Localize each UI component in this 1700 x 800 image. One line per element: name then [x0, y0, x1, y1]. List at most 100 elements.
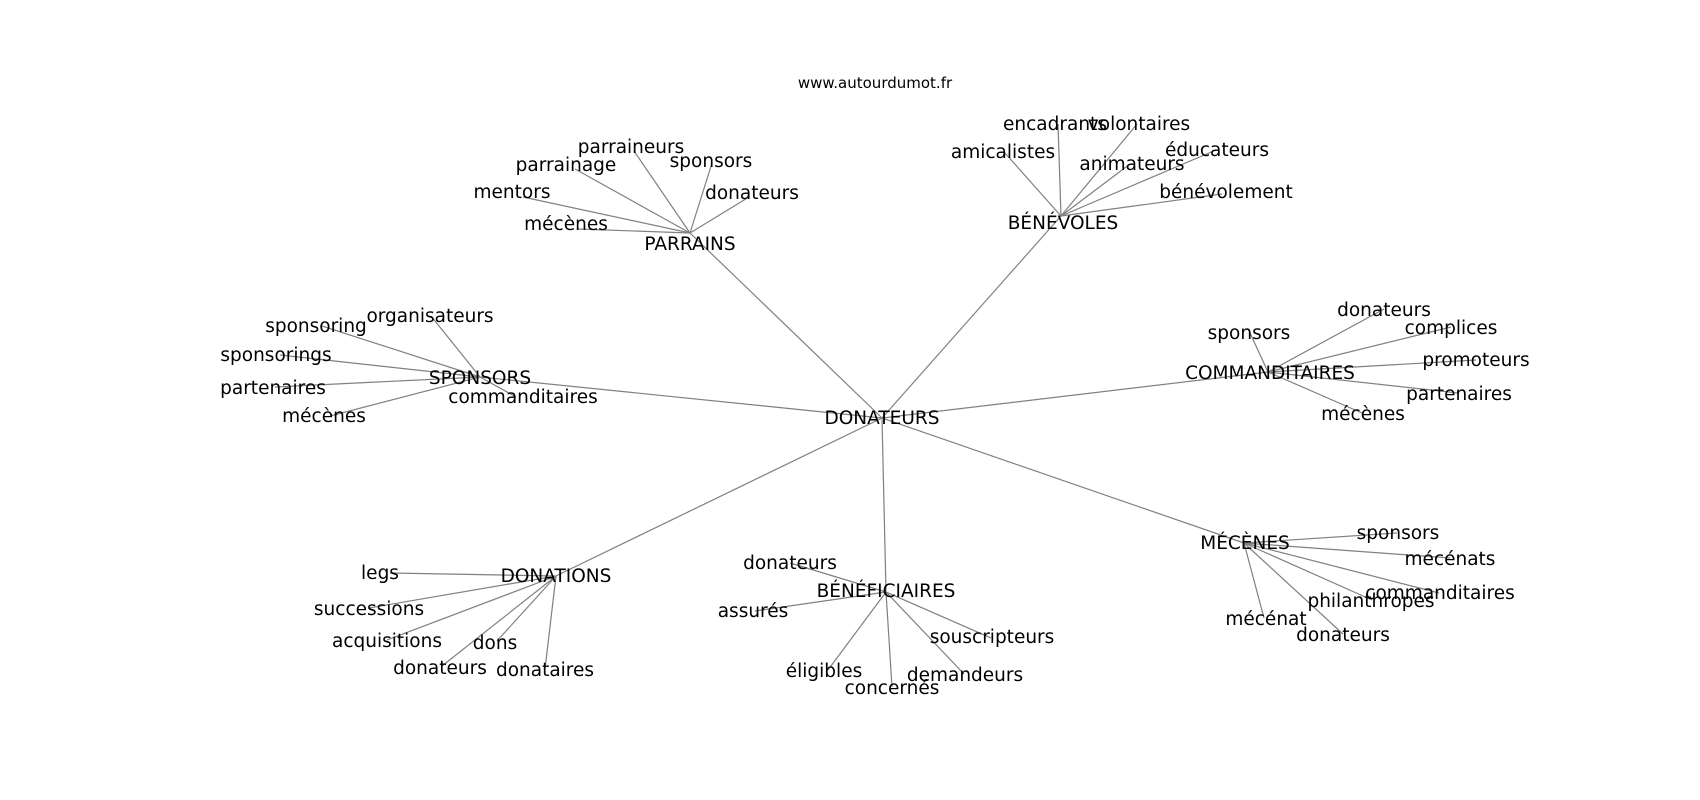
leaf-node-label-sponsorings: sponsorings	[220, 345, 331, 366]
edge-benevoles-to-volontaires	[1060, 123, 1138, 217]
edge-commanditaires-to-donateurs	[1267, 308, 1385, 373]
leaf-node-label-benevolement: bénévolement	[1159, 182, 1292, 203]
edge-donations-to-dons	[496, 575, 557, 642]
cluster-node-label-commanditaires: COMMANDITAIRES	[1185, 363, 1355, 384]
cluster-node-label-donations: DONATIONS	[501, 566, 612, 587]
edge-beneficiaires-to-donateurs	[789, 562, 887, 593]
leaf-node-label-donateurs: donateurs	[1337, 300, 1431, 321]
edge-center-to-donations	[555, 417, 883, 577]
leaf-node-label-animateurs: animateurs	[1079, 154, 1184, 175]
edge-commanditaires-to-sponsors	[1249, 332, 1269, 373]
edge-sponsors-to-sponsoring	[321, 325, 481, 378]
edge-sponsors-to-organisateurs	[430, 315, 481, 378]
edge-benevoles-to-educateurs	[1060, 149, 1217, 217]
edge-center-to-parrains	[689, 232, 883, 419]
source-url: www.autourdumot.fr	[798, 74, 953, 92]
leaf-node-label-assures: assurés	[718, 601, 789, 622]
edge-beneficiaires-to-demandeurs	[885, 591, 965, 675]
edge-parrains-to-sponsors	[689, 162, 713, 234]
edge-sponsors-to-commanditaires	[479, 376, 517, 398]
edge-beneficiaires-to-concernes	[885, 591, 893, 688]
leaf-node-label-commanditaires: commanditaires	[448, 387, 597, 408]
edge-center-to-mecenes	[881, 417, 1245, 544]
graph-edges	[274, 123, 1477, 688]
cluster-node-label-benevoles: BÉNÉVOLES	[1008, 212, 1119, 234]
edge-donations-to-successions	[368, 575, 557, 609]
edge-mecenes-to-philanthropes	[1243, 542, 1373, 601]
leaf-node-label-volontaires: volontaires	[1088, 114, 1190, 135]
edge-mecenes-to-donateurs	[1243, 542, 1344, 635]
edge-commanditaires-to-mecenes	[1267, 371, 1363, 414]
leaf-node-label-mentors: mentors	[474, 182, 551, 203]
leaf-node-label-amicalistes: amicalistes	[951, 142, 1055, 163]
edge-mecenes-to-mecenat	[1243, 542, 1265, 619]
leaf-node-label-parraineurs: parraineurs	[578, 137, 685, 158]
edge-parrains-to-donateurs	[689, 196, 750, 234]
edge-benevoles-to-amicalistes	[1004, 152, 1062, 217]
edge-mecenes-to-commanditaires	[1243, 542, 1440, 594]
edge-beneficiaires-to-eligibles	[827, 591, 887, 671]
leaf-node-label-educateurs: éducateurs	[1165, 140, 1269, 161]
leaf-node-label-mecenats: mécénats	[1405, 549, 1496, 570]
edge-center-to-sponsors	[479, 376, 883, 419]
leaf-node-label-promoteurs: promoteurs	[1422, 350, 1529, 371]
edge-commanditaires-to-complices	[1267, 326, 1452, 373]
edge-sponsors-to-sponsorings	[279, 354, 481, 378]
leaf-node-label-partenaires: partenaires	[1406, 384, 1512, 405]
cluster-node-label-sponsors: SPONSORS	[429, 368, 531, 389]
leaf-node-label-organisateurs: organisateurs	[366, 306, 493, 327]
edge-sponsors-to-mecenes	[329, 376, 481, 417]
edge-sponsors-to-partenaires	[274, 376, 481, 388]
edge-parrains-to-parraineurs	[633, 150, 691, 234]
leaf-node-label-commanditaires: commanditaires	[1365, 583, 1514, 604]
leaf-node-label-partenaires: partenaires	[220, 378, 326, 399]
leaf-node-label-philanthropes: philanthropes	[1307, 591, 1434, 612]
edge-donations-to-legs	[389, 572, 557, 577]
leaf-node-label-mecenes: mécènes	[524, 214, 608, 235]
leaf-node-label-eligibles: éligibles	[786, 661, 862, 682]
edge-center-to-beneficiaires	[881, 417, 887, 593]
leaf-node-label-donateurs: donateurs	[1296, 625, 1390, 646]
edge-benevoles-to-animateurs	[1060, 163, 1131, 217]
leaf-node-label-donateurs: donateurs	[705, 183, 799, 204]
leaf-node-label-sponsors: sponsors	[670, 151, 753, 172]
edge-mecenes-to-mecenats	[1243, 542, 1451, 559]
leaf-node-label-parrainage: parrainage	[516, 155, 617, 176]
edge-benevoles-to-benevolement	[1060, 193, 1223, 217]
leaf-node-label-dons: dons	[473, 633, 517, 654]
leaf-node-label-mecenes: mécènes	[282, 406, 366, 427]
edge-commanditaires-to-promoteurs	[1267, 359, 1477, 373]
edge-donations-to-acquisitions	[386, 575, 557, 641]
edge-beneficiaires-to-assures	[754, 591, 887, 612]
edge-parrains-to-parrainage	[574, 168, 691, 234]
leaf-node-label-successions: successions	[314, 599, 424, 620]
edge-parrains-to-mentors	[522, 196, 691, 234]
leaf-node-label-sponsors: sponsors	[1357, 523, 1440, 544]
leaf-node-label-donateurs: donateurs	[743, 553, 837, 574]
leaf-node-label-mecenes: mécènes	[1321, 404, 1405, 425]
edge-benevoles-to-encadrants	[1057, 123, 1062, 217]
edge-donations-to-donateurs	[441, 575, 557, 667]
leaf-node-label-sponsoring: sponsoring	[265, 316, 367, 337]
leaf-node-label-encadrants: encadrants	[1003, 114, 1107, 135]
leaf-node-label-souscripteurs: souscripteurs	[930, 627, 1055, 648]
leaf-node-label-donateurs: donateurs	[393, 658, 487, 679]
cluster-node-label-beneficiaires: BÉNÉFICIAIRES	[817, 580, 956, 602]
leaf-node-label-mecenat: mécénat	[1225, 609, 1306, 630]
edge-parrains-to-mecenes	[577, 228, 691, 234]
cluster-node-label-mecenes: MÉCÈNES	[1200, 532, 1290, 554]
cluster-node-label-parrains: PARRAINS	[644, 234, 735, 255]
edge-center-to-benevoles	[881, 215, 1062, 419]
edge-commanditaires-to-partenaires	[1267, 371, 1459, 394]
edge-donations-to-donataires	[544, 575, 557, 670]
edge-mecenes-to-sponsors	[1243, 532, 1398, 544]
leaf-node-label-legs: legs	[361, 563, 399, 584]
edge-beneficiaires-to-souscripteurs	[885, 591, 992, 639]
leaf-node-label-concernes: concernés	[845, 678, 940, 699]
leaf-node-label-donataires: donataires	[496, 660, 594, 681]
graph-labels: DONATEURSPARRAINSparraineurssponsorsparr…	[220, 114, 1529, 699]
leaf-node-label-sponsors: sponsors	[1208, 323, 1291, 344]
leaf-node-label-complices: complices	[1405, 318, 1498, 339]
leaf-node-label-acquisitions: acquisitions	[332, 631, 442, 652]
